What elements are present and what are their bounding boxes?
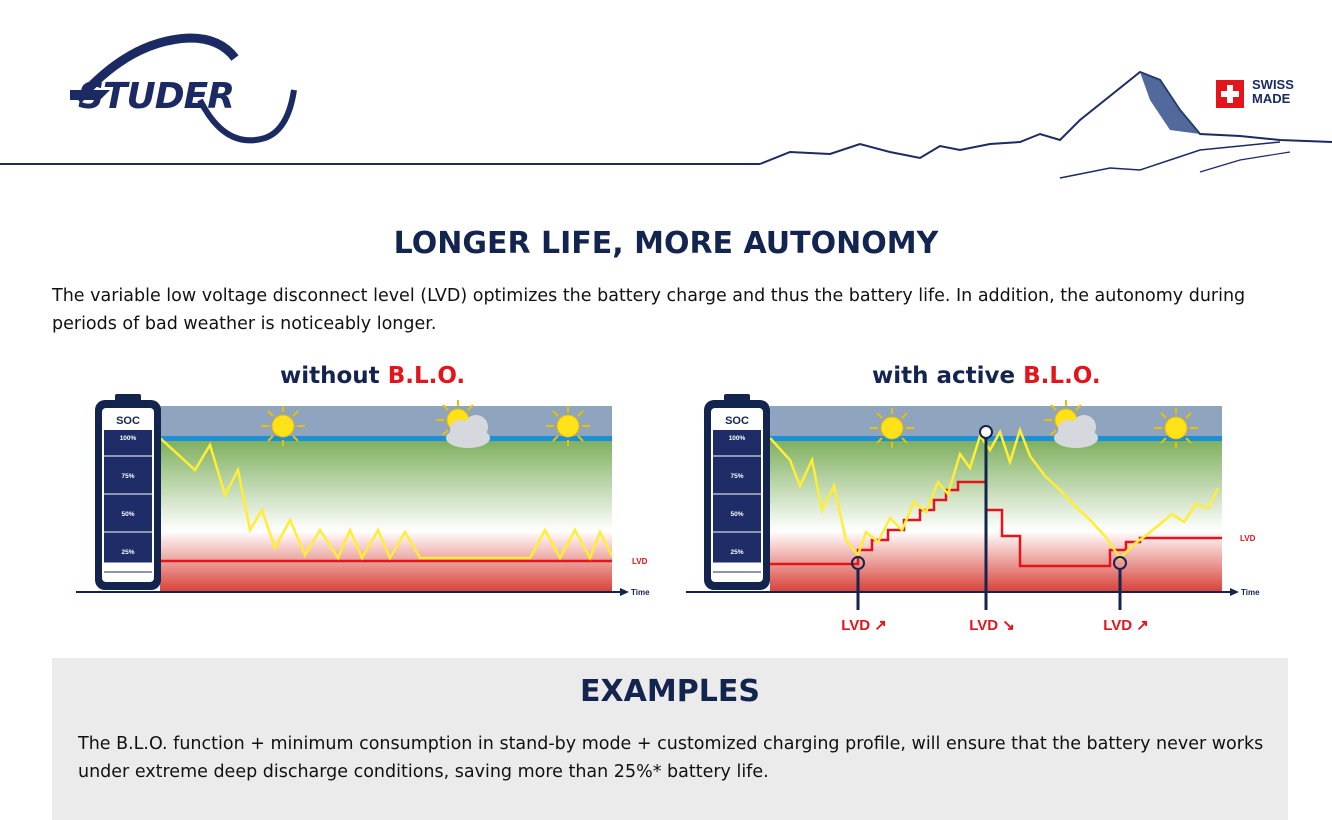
sky-band-right [770, 406, 1222, 436]
swiss-word: SWISS [1252, 77, 1294, 92]
battery-level-75: 75% [121, 473, 134, 480]
swiss-flag-icon [1216, 80, 1244, 108]
lvd-marker-circle [851, 556, 865, 570]
lvd-marker-label-3: LVD ↗ [1103, 617, 1149, 634]
title-left-highlight: B.L.O. [387, 363, 466, 389]
battery-level-75: 75% [730, 473, 743, 480]
examples-section: EXAMPLES The B.L.O. function + minimum c… [52, 658, 1288, 820]
logo-swoosh [70, 33, 297, 144]
blo-diagrams: Time LVD SOC 100% 75% 50% 25% Time LVD [76, 394, 1260, 634]
examples-text: The B.L.O. function + minimum consumptio… [78, 734, 1264, 782]
battery-level-50: 50% [121, 511, 134, 518]
battery-label-right: SOC [725, 415, 749, 427]
right-diagram: Time LVD SOC 100% 75% 50% 25% LVD ↗ LVD … [686, 394, 1260, 634]
swiss-made-badge: SWISS MADE [1252, 78, 1294, 106]
time-label-left: Time [631, 588, 650, 597]
diagram-right-title: with active B.L.O. [872, 363, 1101, 389]
battery-level-50: 50% [730, 511, 743, 518]
green-zone-left [160, 441, 612, 531]
sky-band-left [160, 406, 612, 436]
examples-title: EXAMPLES [580, 674, 760, 709]
time-label-right: Time [1241, 588, 1260, 597]
battery-level-25: 25% [121, 549, 134, 556]
sun-icon [1153, 407, 1199, 449]
soc-curve-left [159, 437, 614, 561]
title-left-prefix: without [280, 363, 388, 389]
full-charge-line-left [160, 436, 612, 441]
battery-level-25: 25% [730, 549, 743, 556]
lvd-label-left: LVD [632, 557, 648, 566]
green-zone-right [770, 441, 1222, 531]
lvd-marker-circle [979, 425, 993, 439]
battery-label-left: SOC [116, 415, 140, 427]
battery-fill-left [104, 430, 152, 562]
lvd-marker-circle [1113, 556, 1127, 570]
mountain-line-graphic [0, 70, 1332, 179]
sun-icon [260, 405, 306, 447]
time-arrow-left [620, 588, 629, 596]
sun-icon [545, 405, 591, 447]
page-title: LONGER LIFE, MORE AUTONOMY [393, 226, 939, 261]
lvd-label-right: LVD [1240, 534, 1256, 543]
lvd-marker-label-1: LVD ↗ [841, 617, 887, 634]
time-arrow-right [1230, 588, 1239, 596]
battery-level-100: 100% [120, 435, 137, 442]
title-right-prefix: with active [872, 363, 1024, 389]
sun-icon [869, 407, 915, 449]
intro-paragraph: The variable low voltage disconnect leve… [52, 286, 1246, 334]
made-word: MADE [1252, 91, 1291, 106]
red-zone-right [770, 531, 1222, 591]
lvd-marker-label-2: LVD ↘ [969, 617, 1015, 634]
diagram-left-title: without B.L.O. [280, 363, 465, 389]
battery-fill-right [713, 430, 761, 562]
logo-wordmark: STUDER [78, 76, 235, 117]
battery-level-100: 100% [729, 435, 746, 442]
left-diagram: Time LVD SOC 100% 75% 50% 25% [76, 394, 650, 597]
title-right-highlight: B.L.O. [1023, 363, 1101, 389]
lvd-step-line-right [770, 480, 1222, 568]
